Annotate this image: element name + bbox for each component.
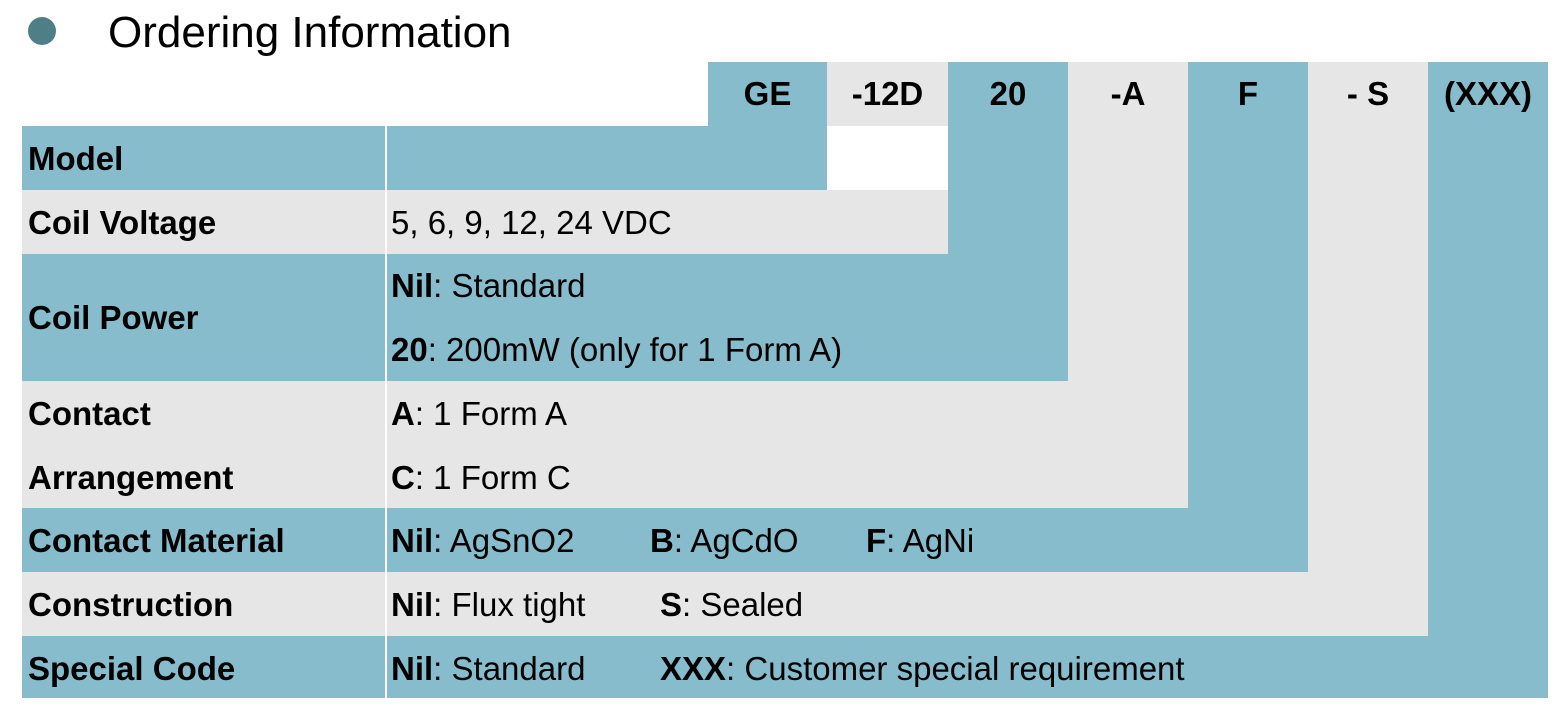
option-desc: : Sealed (682, 586, 804, 623)
code-part-model: GE (743, 75, 792, 112)
code-column-coil-voltage-header (827, 62, 948, 126)
option-special-nil: Nil: Standard (391, 652, 585, 685)
label-contact-material: Contact Material (28, 522, 285, 559)
label-contact-line2: Arrangement (28, 459, 234, 496)
label-model: Model (28, 140, 124, 177)
row-coil-voltage-bar (948, 190, 1068, 254)
row-special-code (22, 636, 1548, 698)
label-special-code: Special Code (28, 650, 236, 687)
option-code: S (660, 586, 683, 623)
code-column-special-code (1428, 62, 1548, 698)
option-construction-s: S: Sealed (660, 588, 803, 621)
option-code: Nil (391, 650, 434, 687)
option-contact-a: A: 1 Form A (391, 397, 567, 430)
code-column-construction-header (1308, 62, 1428, 126)
code-part-coil-voltage: -12D (851, 75, 924, 112)
code-part-special-code: (XXX) (1443, 75, 1532, 112)
code-part-coil-power: 20 (989, 75, 1027, 112)
option-desc: : Customer special requirement (726, 650, 1185, 687)
option-contact-c: C: 1 Form C (391, 461, 571, 494)
option-desc: : 1 Form C (414, 459, 571, 496)
code-part-contact-material: F (1237, 75, 1259, 112)
option-material-b: B: AgCdO (650, 524, 799, 557)
page-title: Ordering Information (108, 8, 512, 57)
row-coil-power (22, 254, 1068, 381)
option-desc: : Standard (433, 267, 586, 304)
option-coil-power-nil: Nil: Standard (391, 269, 585, 302)
label-coil-power: Coil Power (28, 299, 199, 336)
option-code: C (391, 459, 415, 496)
label-contact-line1: Contact (28, 395, 151, 432)
row-coil-voltage (22, 190, 1068, 254)
option-code: A (391, 395, 415, 432)
option-code: Nil (391, 586, 434, 623)
bullet-icon (28, 17, 56, 45)
label-coil-voltage: Coil Voltage (28, 204, 217, 241)
row-contact-material-gap (1308, 126, 1428, 572)
option-material-f: F: AgNi (866, 524, 974, 557)
option-desc: : Flux tight (433, 586, 586, 623)
code-column-contact-material (1188, 62, 1308, 508)
option-coil-power-20: 20: 200mW (only for 1 Form A) (391, 333, 842, 366)
option-code: Nil (391, 522, 434, 559)
label-construction: Construction (28, 586, 234, 623)
option-desc: : 200mW (only for 1 Form A) (427, 331, 843, 368)
row-contact-arrangement (22, 381, 1188, 508)
option-code: XXX (660, 650, 727, 687)
row-coil-power-gap (1068, 126, 1188, 381)
option-desc: : AgSnO2 (433, 522, 575, 559)
option-desc: : AgCdO (673, 522, 799, 559)
option-special-xxx: XXX: Customer special requirement (660, 652, 1185, 685)
code-part-contact-arrangement: -A (1110, 75, 1146, 112)
value-coil-voltage: 5, 6, 9, 12, 24 VDC (391, 204, 672, 241)
row-model (22, 126, 827, 190)
column-divider (385, 126, 387, 698)
option-code: B (650, 522, 674, 559)
option-construction-nil: Nil: Flux tight (391, 588, 585, 621)
option-code: F (866, 522, 887, 559)
option-code: 20 (391, 331, 428, 368)
row-construction (22, 572, 1428, 636)
code-column-contact-header (1068, 62, 1188, 126)
option-desc: : 1 Form A (414, 395, 568, 432)
option-code: Nil (391, 267, 434, 304)
code-part-construction: - S (1346, 75, 1390, 112)
option-desc: : AgNi (886, 522, 975, 559)
row-contact-material (22, 508, 1308, 572)
option-material-nil: Nil: AgSnO2 (391, 524, 574, 557)
option-desc: : Standard (433, 650, 586, 687)
